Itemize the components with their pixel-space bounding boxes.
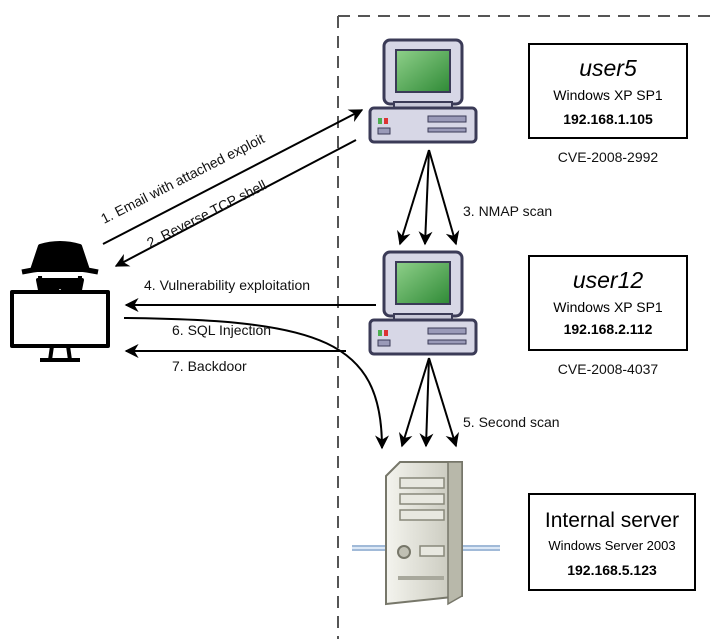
host-name: user12 — [573, 267, 644, 293]
arrow-sql-injection — [123, 317, 389, 450]
cve-label: CVE-2008-2992 — [558, 149, 659, 165]
arrow-second-scan — [399, 357, 459, 448]
network-boundary — [337, 15, 716, 639]
host-os: Windows XP SP1 — [553, 299, 663, 315]
step-label-6: 6. SQL Injection — [172, 322, 271, 338]
host-os: Windows Server 2003 — [548, 538, 675, 553]
host-name: Internal server — [545, 509, 679, 532]
hacker-icon — [10, 241, 110, 362]
host-ip: 192.168.1.105 — [563, 111, 653, 127]
server-icon — [352, 461, 500, 606]
host-os: Windows XP SP1 — [553, 87, 663, 103]
host-ip: 192.168.2.112 — [564, 321, 653, 337]
host-name: user5 — [579, 55, 637, 81]
step-label-5: 5. Second scan — [463, 414, 560, 430]
host-info-box-user12: user12 Windows XP SP1 192.168.2.112 — [528, 255, 688, 351]
step-label-7: 7. Backdoor — [172, 358, 247, 374]
host-info-box-server: Internal server Windows Server 2003 192.… — [528, 493, 696, 591]
computer-icon — [368, 38, 478, 144]
step-label-1: 1. Email with attached exploit — [98, 130, 267, 227]
step-label-3: 3. NMAP scan — [463, 203, 552, 219]
host-info-box-user5: user5 Windows XP SP1 192.168.1.105 — [528, 43, 688, 139]
computer-icon — [368, 250, 478, 356]
step-label-4: 4. Vulnerability exploitation — [144, 277, 310, 293]
arrow-nmap-scan — [397, 149, 460, 246]
host-ip: 192.168.5.123 — [567, 562, 657, 578]
arrow-reverse-shell — [114, 139, 357, 267]
cve-label: CVE-2008-4037 — [558, 361, 659, 377]
arrow-email — [102, 109, 364, 245]
